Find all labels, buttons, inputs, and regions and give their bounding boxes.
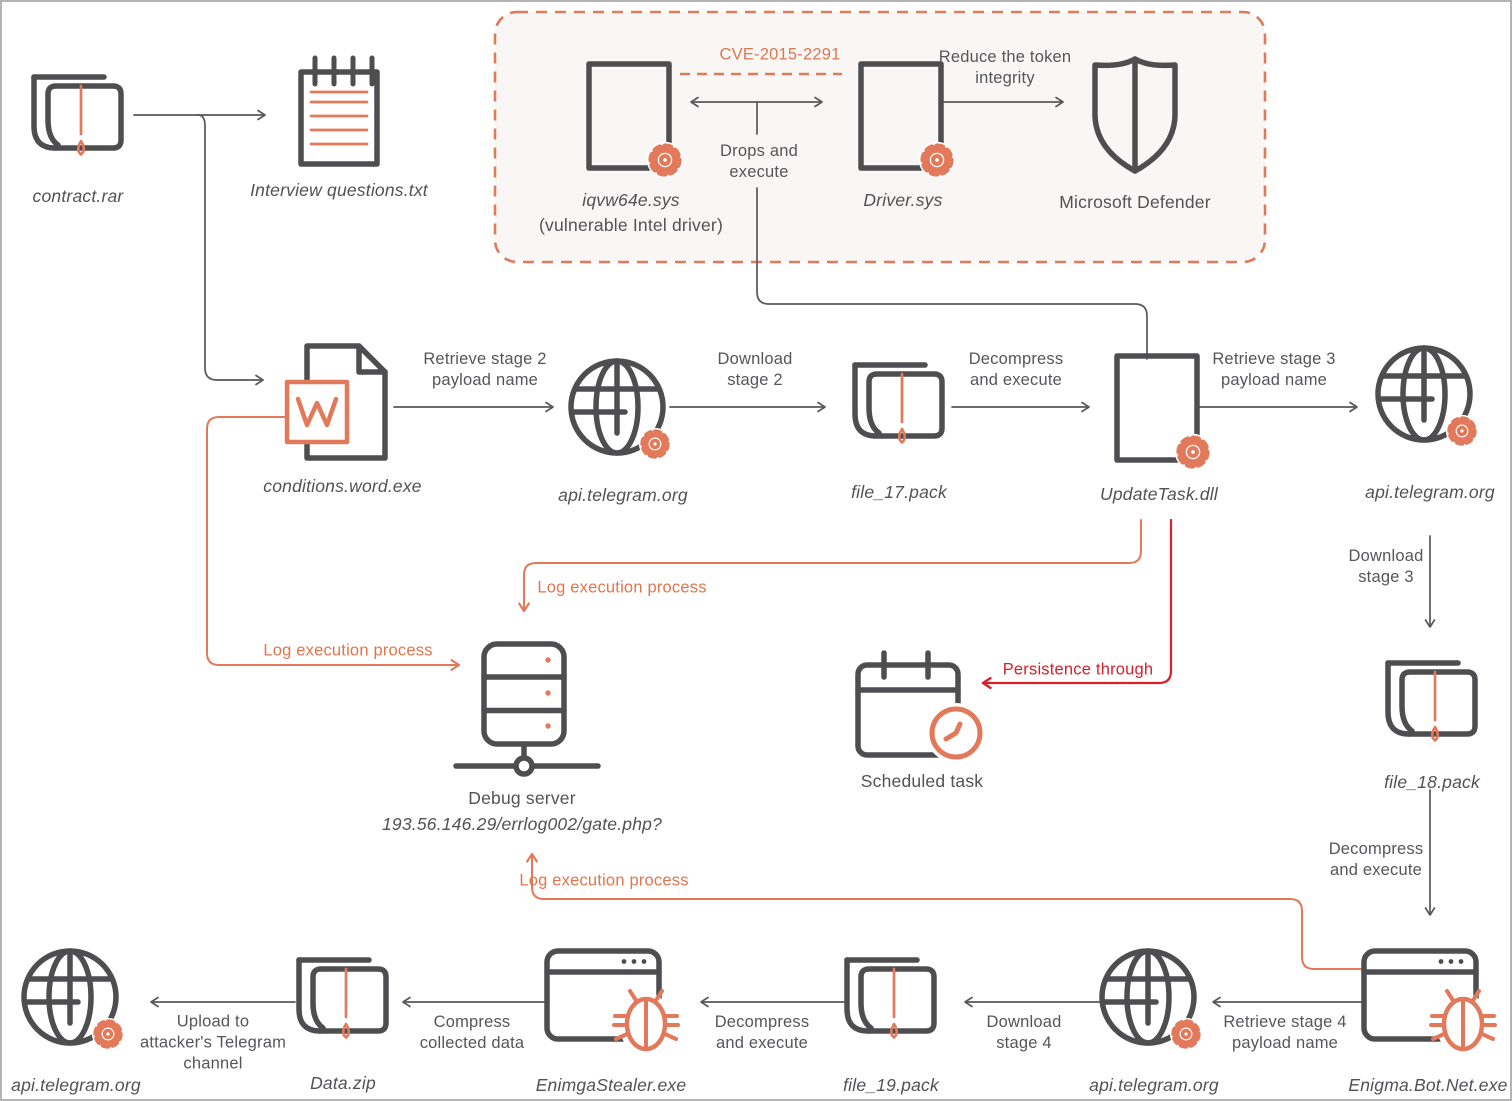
notepad-icon bbox=[298, 55, 380, 167]
globe-icon bbox=[1099, 948, 1210, 1063]
node-label: UpdateTask.dll bbox=[1100, 484, 1218, 504]
edge-label-decompress-execute-2: Decompress and execute bbox=[1328, 840, 1424, 879]
node-interview-questions: Interview questions.txt bbox=[250, 52, 428, 200]
archive-icon bbox=[1385, 660, 1478, 762]
archive-icon bbox=[844, 957, 937, 1059]
node-api-telegram-org-2: api.telegram.org bbox=[1365, 342, 1495, 502]
driver-file-icon bbox=[1114, 353, 1213, 476]
node-label: Microsoft Defender bbox=[1059, 192, 1211, 212]
node-debug-server: Debug server 193.56.146.29/errlog002/gat… bbox=[382, 638, 662, 834]
gray-arrows bbox=[133, 96, 1436, 1008]
globe-icon bbox=[1375, 345, 1486, 460]
node-contract-rar: contract.rar bbox=[24, 64, 132, 206]
node-label: conditions.word.exe bbox=[263, 476, 422, 496]
node-label: Debug server bbox=[468, 788, 576, 808]
node-file-19-pack: file_19.pack bbox=[835, 947, 947, 1095]
gear-icon bbox=[1170, 1018, 1202, 1050]
node-data-zip: Data.zip bbox=[287, 947, 399, 1093]
edge-label-decompress-execute-3: Decompress and execute bbox=[714, 1013, 810, 1052]
gear-icon bbox=[919, 142, 955, 178]
node-label: iqvw64e.sys bbox=[582, 190, 680, 210]
node-label: EnimgaStealer.exe bbox=[535, 1075, 687, 1095]
node-updatetask-dll: UpdateTask.dll bbox=[1100, 350, 1218, 504]
app-window-icon bbox=[1361, 948, 1496, 1059]
edge-label-reduce-token-integrity: Reduce the token integrity bbox=[938, 48, 1072, 87]
node-api-telegram-org-1: api.telegram.org bbox=[558, 355, 688, 505]
node-file-17-pack: file_17.pack bbox=[843, 352, 955, 502]
app-window-icon bbox=[544, 948, 679, 1059]
edge-label-log-execution-3: Log execution process bbox=[519, 871, 689, 890]
node-label: file_17.pack bbox=[851, 482, 947, 502]
driver-file-icon bbox=[586, 61, 685, 184]
node-label: api.telegram.org bbox=[11, 1075, 141, 1095]
driver-file-icon bbox=[858, 61, 957, 184]
edge-label-download-stage-4: Download stage 4 bbox=[986, 1013, 1062, 1052]
word-document-icon bbox=[284, 343, 388, 461]
edge-label-retrieve-stage-4: Retrieve stage 4 payload name bbox=[1223, 1013, 1347, 1052]
edge-label-cve: CVE-2015-2291 bbox=[719, 45, 841, 64]
bug-icon bbox=[1431, 991, 1495, 1055]
gear-icon bbox=[92, 1018, 124, 1050]
node-iqvw64e-sys: iqvw64e.sys (vulnerable Intel driver) bbox=[539, 58, 723, 235]
node-microsoft-defender: Microsoft Defender bbox=[1059, 52, 1211, 212]
log-arrows bbox=[206, 416, 1365, 970]
calendar-icon bbox=[855, 650, 992, 767]
node-api-telegram-org-3: api.telegram.org bbox=[1089, 945, 1219, 1095]
node-sublabel: 193.56.146.29/errlog002/gate.php? bbox=[381, 814, 663, 834]
node-conditions-word-exe: conditions.word.exe bbox=[263, 342, 422, 496]
globe-icon bbox=[568, 358, 679, 473]
node-enimgastealer-exe: EnimgaStealer.exe bbox=[536, 945, 686, 1095]
edge-label-log-execution-1: Log execution process bbox=[263, 641, 433, 660]
server-icon bbox=[453, 641, 601, 777]
node-label: Interview questions.txt bbox=[250, 180, 428, 200]
gear-icon bbox=[639, 428, 671, 460]
node-enigma-bot-net-exe: Enigma.Bot.Net.exe bbox=[1348, 945, 1507, 1095]
edge-label-compress-collected-data: Compress collected data bbox=[419, 1013, 525, 1052]
edge-label-download-stage-3: Download stage 3 bbox=[1348, 547, 1424, 586]
bug-icon bbox=[614, 991, 678, 1055]
node-label: Scheduled task bbox=[860, 771, 984, 791]
node-label: file_19.pack bbox=[843, 1075, 939, 1095]
node-label: Enigma.Bot.Net.exe bbox=[1348, 1075, 1508, 1095]
edge-label-retrieve-stage-2: Retrieve stage 2 payload name bbox=[423, 350, 547, 389]
edge-label-decompress-execute-1: Decompress and execute bbox=[968, 350, 1064, 389]
gear-icon bbox=[647, 142, 683, 178]
edge-label-persistence-through: Persistence through bbox=[1002, 660, 1154, 679]
node-label: api.telegram.org bbox=[1089, 1075, 1219, 1095]
node-scheduled-task: Scheduled task bbox=[852, 645, 992, 791]
word-badge-icon bbox=[284, 379, 350, 445]
archive-icon bbox=[31, 74, 124, 176]
node-label: Driver.sys bbox=[863, 190, 943, 210]
node-sublabel: (vulnerable Intel driver) bbox=[539, 215, 723, 235]
persistence-arrow bbox=[981, 518, 1173, 690]
node-api-telegram-org-4: api.telegram.org bbox=[11, 945, 141, 1095]
shield-icon bbox=[1092, 56, 1178, 174]
gear-icon bbox=[1175, 434, 1211, 470]
archive-icon bbox=[296, 957, 389, 1059]
node-driver-sys: Driver.sys bbox=[849, 58, 957, 210]
node-label: api.telegram.org bbox=[558, 485, 688, 505]
globe-icon bbox=[21, 948, 132, 1063]
edge-label-retrieve-stage-3: Retrieve stage 3 payload name bbox=[1212, 350, 1336, 389]
node-label: contract.rar bbox=[32, 186, 124, 206]
gear-icon bbox=[1446, 415, 1478, 447]
node-label: Data.zip bbox=[310, 1073, 376, 1093]
node-file-18-pack: file_18.pack bbox=[1376, 650, 1488, 792]
node-label: api.telegram.org bbox=[1365, 482, 1495, 502]
node-label: file_18.pack bbox=[1384, 772, 1480, 792]
edge-label-drops-and-execute: Drops and execute bbox=[720, 142, 798, 181]
edge-label-log-execution-2: Log execution process bbox=[537, 578, 707, 597]
edge-label-upload-telegram-channel: Upload to attacker's Telegram channel bbox=[139, 1012, 287, 1073]
archive-icon bbox=[852, 362, 945, 464]
clock-icon bbox=[926, 703, 986, 763]
edge-label-download-stage-2: Download stage 2 bbox=[717, 350, 793, 389]
